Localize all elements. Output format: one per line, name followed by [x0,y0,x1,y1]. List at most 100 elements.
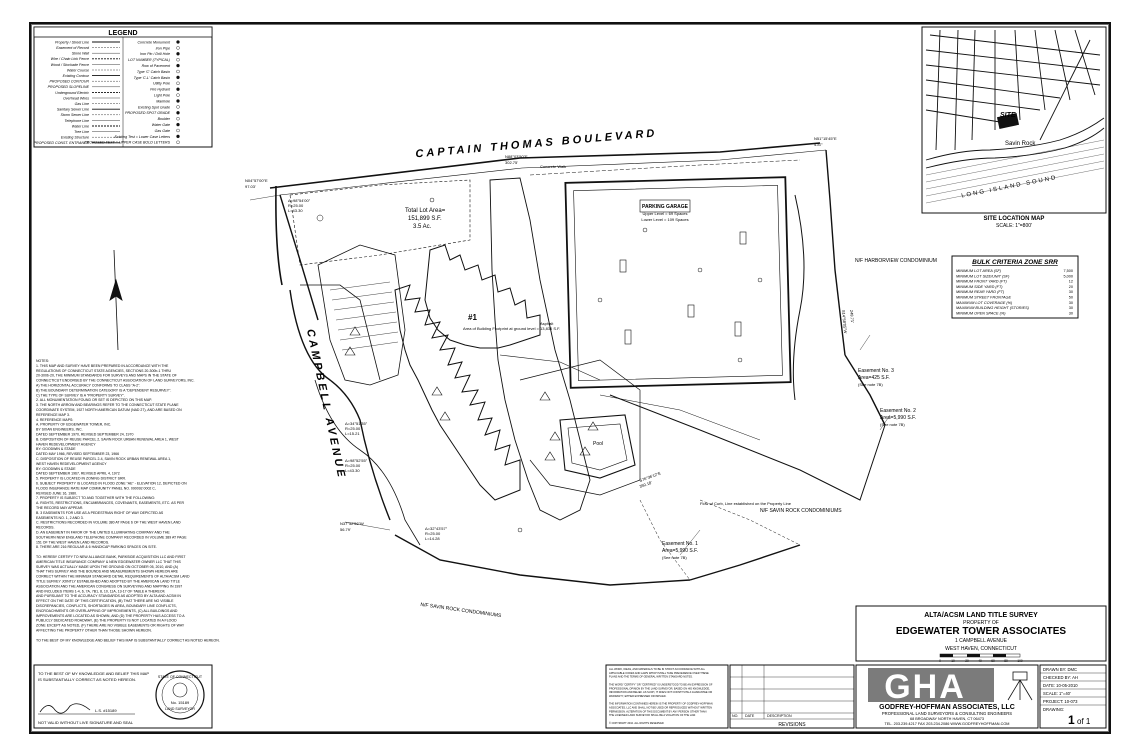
legend-item: Light Pole [154,94,170,98]
note-line: EASEMENTS NO. 1, 2 AND 3. [36,516,84,520]
legend-item: Sanitary Sewer Line [57,108,89,112]
easement2-area: Area=5,990 S.F. [880,415,916,421]
note-line: 1. THIS MAP AND SURVEY HAVE BEEN PREPARE… [36,364,169,368]
disclaimer-line: THE WORD "CERTIFY" OR "CERTIFIED" IS UND… [609,682,713,686]
legend-symbol-icon [176,128,180,133]
note-line: NOTES: [36,359,49,363]
graphic-scale [939,653,1021,658]
note-line: AND INCLUDES ITEMS 1-4, 6, 7A, 7B1, 8, 1… [36,589,165,593]
legend-item: Telephone Line [65,119,89,123]
revisions-title: REVISIONS [778,722,806,728]
legend-symbol-icon [176,63,180,68]
legend-symbol-icon [176,46,180,50]
bulk-row-label: MINIMUM LOT AREA (SF) [956,269,1002,273]
bulk-row-label: MINIMUM LOT SIZE/UNIT (SF) [956,274,1010,278]
note-line: 2. ALL MONUMENTATION FOUND OR SET IS DEP… [36,398,152,402]
legend-symbol-icon [176,99,180,103]
note-line: FLOOD INSURANCE RATE MAP COMMUNITY PANEL… [36,486,156,490]
legend-item: Utility Pole [153,82,170,86]
site-plan [109,142,891,586]
title-line5: WEST HAVEN, CONNECTICUT [945,646,1017,652]
company-address: 68 BROADWAY NORTH HAVEN, CT 06473 [910,717,984,721]
site-location-map: SITE Savin Rock LONG ISLAND SOUND SITE L… [921,26,1107,229]
drawing-info-block: DRAWN BY: DMC CHECKED BY: AH DATE: 10-05… [1039,664,1107,729]
disclaimer-line: INFORMATION AND BELIEF. AS SUCH, IT DOES… [609,690,712,694]
company-logo-banner [868,668,994,702]
legend-symbol-icon [176,116,180,121]
bulk-row-value: 20 [1069,285,1073,289]
title-line4: 1 CAMPBELL AVENUE [955,638,1008,644]
note-line: THE RECORD MAY APPEAR. [36,506,83,510]
legend-symbol-icon [176,122,180,127]
company-logo: GHA [884,668,966,706]
note-line: IMPROVEMENTS ARE LOCATED AS SHOWN, AND (… [36,614,185,618]
curve2-length: L=14.28 [425,536,440,541]
harborview-label: N/F HARBORVIEW CONDOMINIUM [855,258,937,264]
distance-4: 249.71' [849,310,855,324]
street-campbell: CAMPBELL AVENUE [304,328,348,481]
legend-item: Manhole [156,99,170,103]
savin-rock-south-label: N/F SAVIN ROCK CONDOMINIUMS [420,602,502,619]
legend-item: Iron Pin / Drill Hole [140,52,170,56]
note-line: 8. THERE ARE 216 REGULAR & 6 HANDICAP PA… [36,545,157,549]
easement2-note: (See note 7B) [880,422,905,427]
note-line: B) THE BOUNDARY DETERMINATION CATEGORY I… [36,388,171,392]
note-line: CONNECTICUT ENDORSED BY THE CONNECTICUT … [36,379,195,383]
note-line: EFFECT ON THE DATE OF THIS CERTIFICATION… [36,599,174,603]
rev-col-date: DATE [745,714,755,718]
legend-item: Existing Test = Lower Case Letters [115,135,171,139]
note-line: C) THE TYPE OF SURVEY IS A "PROPERTY SUR… [36,393,125,397]
bulk-row-value: 30 [1069,311,1073,315]
legend-item: Gas Line [75,102,89,106]
legend-symbol-icon [176,69,180,74]
title-line3: EDGEWATER TOWER ASSOCIATES [896,626,1067,637]
bulk-row-value: 12 [1069,280,1073,284]
disclaimer-line: ASSOCIATES, LLC AND SHALL NOT BE USED OR… [609,706,712,710]
legend-symbol-icon [176,52,180,56]
bulk-row-label: MINIMUM REAR YARD (FT) [956,290,1005,294]
note-line: 20-300b-20, THE MINIMUM STANDARDS FOR SU… [36,374,177,378]
note-line: DISCREPANCIES, CONFLICTS, SHORTAGES IN A… [36,604,177,608]
curve4-radius: R=25.00 [345,463,361,468]
bulk-row-value: 30 [1069,301,1073,305]
legend-item: Iron Pipe [156,46,170,50]
site-location-scale: SCALE: 1"=800' [996,223,1032,229]
note-line: TITLE SURVEY JOINTLY ESTABLISHED AND ADO… [36,580,181,584]
title-line1: ALTA/ACSM LAND TITLE SURVEY [924,612,1038,619]
legend-item: Underground Electric [55,91,89,95]
note-line: REVISED JUNE 16, 1980. [36,491,77,495]
signature-footer: NOT VALID WITHOUT LIVE SIGNATURE AND SEA… [38,720,134,725]
drawn-by: DRAWN BY: DMC [1043,667,1077,672]
company-phone: TEL. 203.239.4217 FAX 203.234.2086 WWW.G… [885,722,1010,726]
company-tagline: PROFESSIONAL LAND SURVEYORS & CONSULTING… [882,711,1012,716]
legend-item: Overhead Wires [63,96,89,100]
bulk-criteria-table: BULK CRITERIA ZONE SRR MINIMUM LOT AREA … [951,255,1079,319]
bulk-row-value: 7,500 [1063,269,1073,273]
legend-item: PROPOSED TEXT = UPPER CASE BOLD LETTERS [84,141,170,145]
note-line: SOUTHERN NEW ENGLAND TELEPHONE COMPANY R… [36,535,187,539]
note-line: BY SIXAN ENGINEERS, INC. [36,428,83,432]
legend-item: PROPOSED CONST. ENTRANCE [34,141,90,145]
note-line: ZONE EXCEPT AS NOTED, (F) THERE ARE NO V… [36,624,185,628]
flood-curb-note: Flow of Curb, Line established on the Pr… [700,501,792,506]
legend-item: Easement of Record [56,46,90,50]
note-line: 7. PROPERTY IS SUBJECT TO AND TOGETHER W… [36,496,155,500]
legend-item: Water Line [72,124,89,128]
legend-symbol-icon [176,111,180,115]
note-line: B. DISPOSITION OF REUSE PARCEL 2, SAVIN … [36,437,180,441]
bulk-row-label: MINIMUM FRONT YARD (FT) [956,280,1007,284]
disclaimer-line: ALL WORK, IDEAS, AND MATERIALS TO BE IN … [609,667,706,671]
seal-state: STATE OF CONNECTICUT [158,675,203,679]
note-line: C. DISPOSITION OF REUSE PARCEL 2-4, SAVI… [36,457,171,461]
site-location-title: SITE LOCATION MAP [984,216,1045,222]
building-number: #1 [468,313,477,322]
bulk-criteria-title: BULK CRITERIA ZONE SRR [972,259,1058,266]
signature-block: TO THE BEST OF MY KNOWLEDGE AND BELIEF T… [33,664,213,729]
disclaimer-line: THE INFORMATION CONTAINED HEREIN IS THE … [609,702,713,706]
distance-6: 56.79' [340,527,351,532]
drawing-scale: SCALE: 1"=40' [1043,691,1071,696]
legend-item: Storm Sewer Line [60,113,89,117]
scale-tick-label: 60 [991,659,995,663]
legend-item: Type 'C' Catch Basin [137,70,170,74]
legend-item: PROPOSED CONTOUR [50,80,90,84]
